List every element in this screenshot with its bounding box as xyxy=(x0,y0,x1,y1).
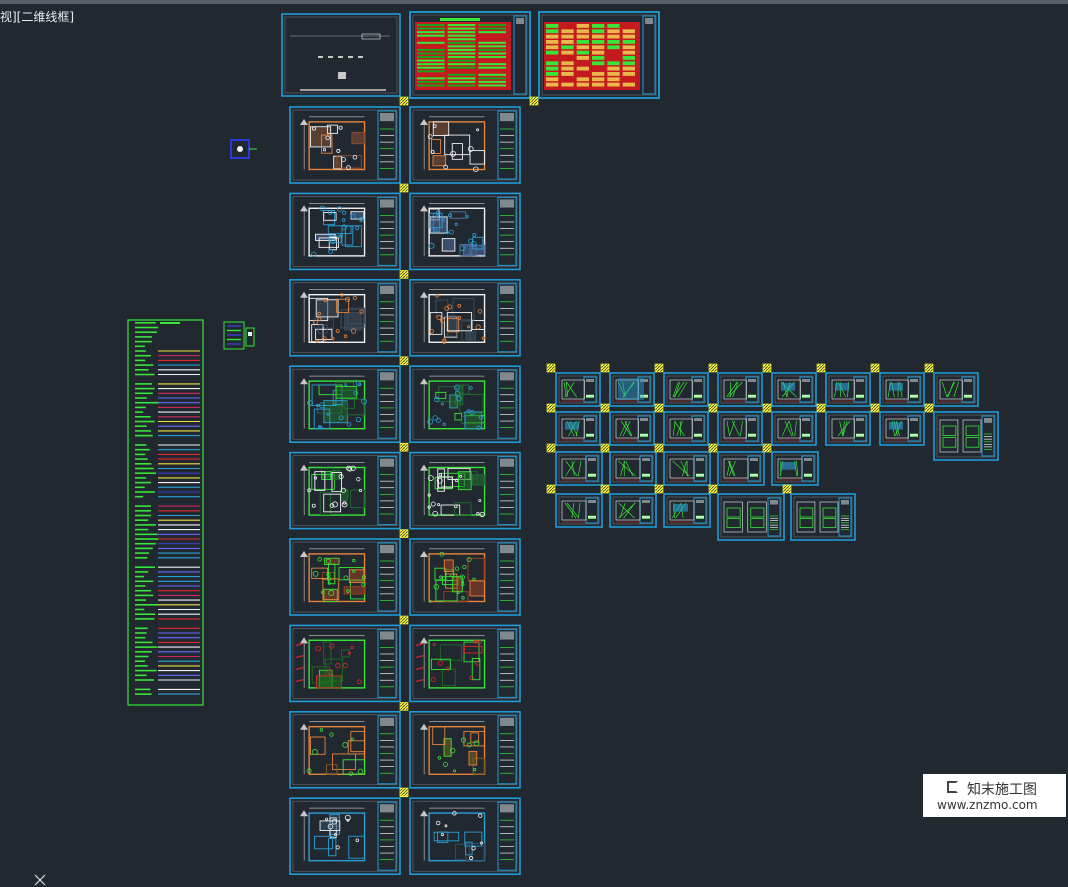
floor-plan-sheet xyxy=(290,107,400,183)
floor-plan-sheet xyxy=(410,107,520,183)
insertion-marker xyxy=(709,485,717,493)
insertion-marker xyxy=(400,788,408,796)
insertion-marker xyxy=(925,364,933,372)
detail-sheets-group xyxy=(556,373,998,540)
floor-plan-sheet xyxy=(290,280,400,356)
detail-sheet xyxy=(664,452,710,485)
detail-sheet-large xyxy=(791,494,855,540)
floor-plan-sheet xyxy=(290,625,400,701)
insertion-marker xyxy=(400,616,408,624)
detail-sheet xyxy=(880,412,924,445)
floor-plan-sheet xyxy=(290,366,400,442)
viewport-label[interactable]: 视][二维线框] xyxy=(0,8,74,25)
floor-plan-sheet xyxy=(410,193,520,269)
detail-sheet xyxy=(556,412,600,445)
detail-sheet-large xyxy=(718,494,784,540)
detail-sheet xyxy=(664,494,710,527)
insertion-marker xyxy=(763,444,771,452)
watermark: 知末施工图 www.znzmo.com xyxy=(923,774,1066,817)
material-schedule-sheet xyxy=(539,12,659,98)
cover-sheet xyxy=(282,14,400,96)
insertion-marker xyxy=(601,485,609,493)
detail-sheet xyxy=(556,452,602,485)
detail-sheet xyxy=(664,412,708,445)
insertion-marker xyxy=(601,404,609,412)
layer-legend-group xyxy=(128,140,257,705)
floor-plan-sheet xyxy=(410,366,520,442)
insertion-marker xyxy=(709,444,717,452)
insertion-marker xyxy=(655,485,663,493)
insertion-marker xyxy=(601,444,609,452)
detail-sheet xyxy=(610,494,656,527)
floor-plan-sheet xyxy=(290,193,400,269)
insertion-marker xyxy=(871,364,879,372)
block-icon xyxy=(231,140,257,158)
watermark-logo-icon xyxy=(947,781,958,793)
title-sheets-group xyxy=(282,12,659,98)
insertion-marker xyxy=(763,404,771,412)
floor-plan-sheet xyxy=(410,453,520,529)
insertion-marker xyxy=(817,364,825,372)
watermark-site-name: 知末施工图 xyxy=(967,779,1037,799)
floor-plan-sheet xyxy=(410,280,520,356)
insertion-marker xyxy=(400,184,408,192)
insertion-marker xyxy=(400,702,408,710)
floor-plan-sheet xyxy=(410,798,520,874)
detail-sheet xyxy=(610,452,656,485)
insertion-marker xyxy=(547,444,555,452)
insertion-marker xyxy=(783,485,791,493)
insertion-marker xyxy=(547,404,555,412)
insertion-marker xyxy=(547,485,555,493)
detail-sheet xyxy=(556,373,600,406)
insertion-marker xyxy=(655,444,663,452)
detail-sheet xyxy=(826,412,870,445)
insertion-marker xyxy=(400,530,408,538)
drawing-index-sheet xyxy=(410,12,530,98)
detail-sheet xyxy=(826,373,870,406)
insertion-marker xyxy=(400,357,408,365)
insertion-marker xyxy=(763,364,771,372)
detail-sheet xyxy=(772,373,816,406)
insertion-marker xyxy=(547,364,555,372)
floor-plan-sheet xyxy=(290,539,400,615)
detail-sheet xyxy=(664,373,708,406)
block-icon xyxy=(224,322,254,349)
detail-sheet xyxy=(718,373,762,406)
insertion-marker xyxy=(400,270,408,278)
floor-plan-sheet xyxy=(290,712,400,788)
detail-sheet xyxy=(556,494,602,527)
insertion-marker xyxy=(709,404,717,412)
detail-sheet xyxy=(610,412,654,445)
floor-plan-sheet xyxy=(410,712,520,788)
detail-sheet xyxy=(718,412,762,445)
insertion-marker xyxy=(400,97,408,105)
insertion-marker xyxy=(400,443,408,451)
floor-plan-sheet xyxy=(410,539,520,615)
insertion-marker xyxy=(709,364,717,372)
floor-plan-sheet xyxy=(410,625,520,701)
detail-sheet xyxy=(772,452,818,485)
detail-sheet xyxy=(934,373,978,406)
detail-sheet xyxy=(880,373,924,406)
watermark-url: www.znzmo.com xyxy=(937,798,1038,812)
insertion-markers-group xyxy=(400,97,933,797)
detail-sheet-large xyxy=(934,412,998,460)
insertion-marker xyxy=(817,404,825,412)
floor-plans-group xyxy=(290,107,520,874)
floor-plan-sheet xyxy=(290,798,400,874)
detail-sheet xyxy=(718,452,764,485)
insertion-marker xyxy=(655,364,663,372)
insertion-marker xyxy=(871,404,879,412)
detail-sheet xyxy=(772,412,816,445)
insertion-marker xyxy=(601,364,609,372)
insertion-marker xyxy=(530,97,538,105)
floor-plan-sheet xyxy=(290,453,400,529)
insertion-marker xyxy=(655,404,663,412)
insertion-marker xyxy=(925,404,933,412)
